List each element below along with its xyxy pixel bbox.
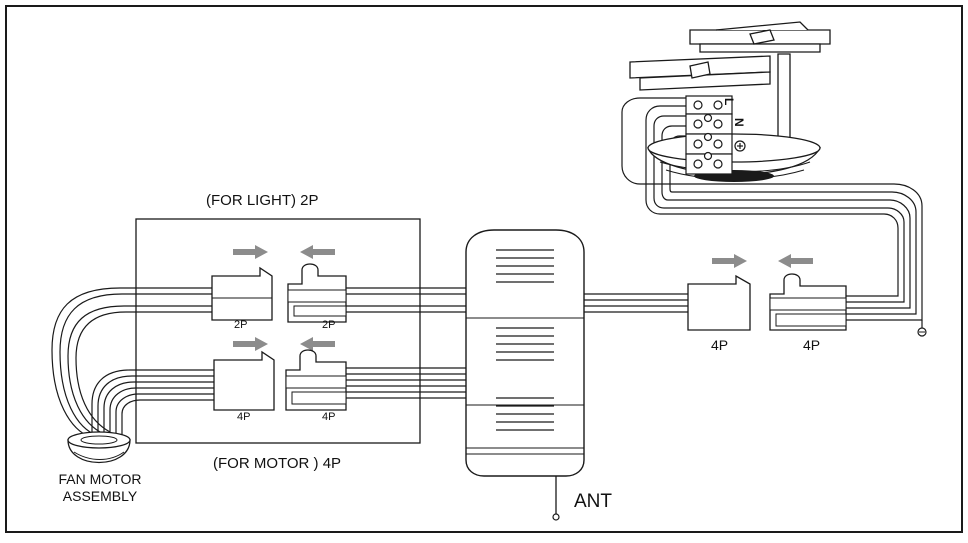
receiver-vents-bottom [496,397,554,431]
supply-female-connector [769,273,847,331]
supply-male-connector [687,274,751,331]
gray-arrow-right-icon [712,254,747,268]
terminal-l-label: L [722,98,736,106]
motor-output-wires [346,367,466,399]
motor-male-connector [213,350,275,411]
terminal-block [685,95,746,175]
fan-motor-label-line2: ASSEMBLY [62,488,138,504]
light-female-connector [287,263,347,323]
motor-female-connector [285,349,347,411]
harness-enclosure [135,218,421,444]
gray-arrow-left-icon [778,254,813,268]
receiver-unit [465,229,585,477]
receiver-vents-top [496,249,554,283]
gray-arrow-right-icon [233,337,268,351]
fan-motor-wires [51,287,214,440]
supply-female-connector-label: 4P [803,337,821,353]
ground-symbol-icon [917,327,927,337]
canopy-dome [647,133,822,182]
motor-male-connector-label: 4P [237,411,251,423]
light-female-connector-label: 2P [322,319,336,331]
light-harness-label: (FOR LIGHT) 2P [206,192,319,209]
fan-motor-assembly-icon [67,431,131,464]
light-arrows [233,245,335,259]
supply-male-connector-label: 4P [711,337,729,353]
gray-arrow-right-icon [233,245,268,259]
fan-motor-label-line1: FAN MOTOR [58,471,142,487]
mounting-bracket [629,21,831,151]
supply-arrows [712,254,813,268]
light-output-wires [346,287,466,313]
light-male-connector [211,266,273,321]
antenna-label: ANT [574,491,612,512]
motor-female-connector-label: 4P [322,411,336,423]
supply-wires [621,97,923,328]
gray-arrow-left-icon [300,337,335,351]
gray-arrow-left-icon [300,245,335,259]
motor-harness-label: (FOR MOTOR ) 4P [213,455,342,472]
receiver-vents-middle [496,327,554,361]
light-male-connector-label: 2P [234,319,248,331]
terminal-n-label: N [732,118,746,127]
receiver-input-wires [584,293,688,313]
diagram-frame [5,5,963,533]
motor-arrows [233,337,335,351]
antenna [552,476,560,521]
